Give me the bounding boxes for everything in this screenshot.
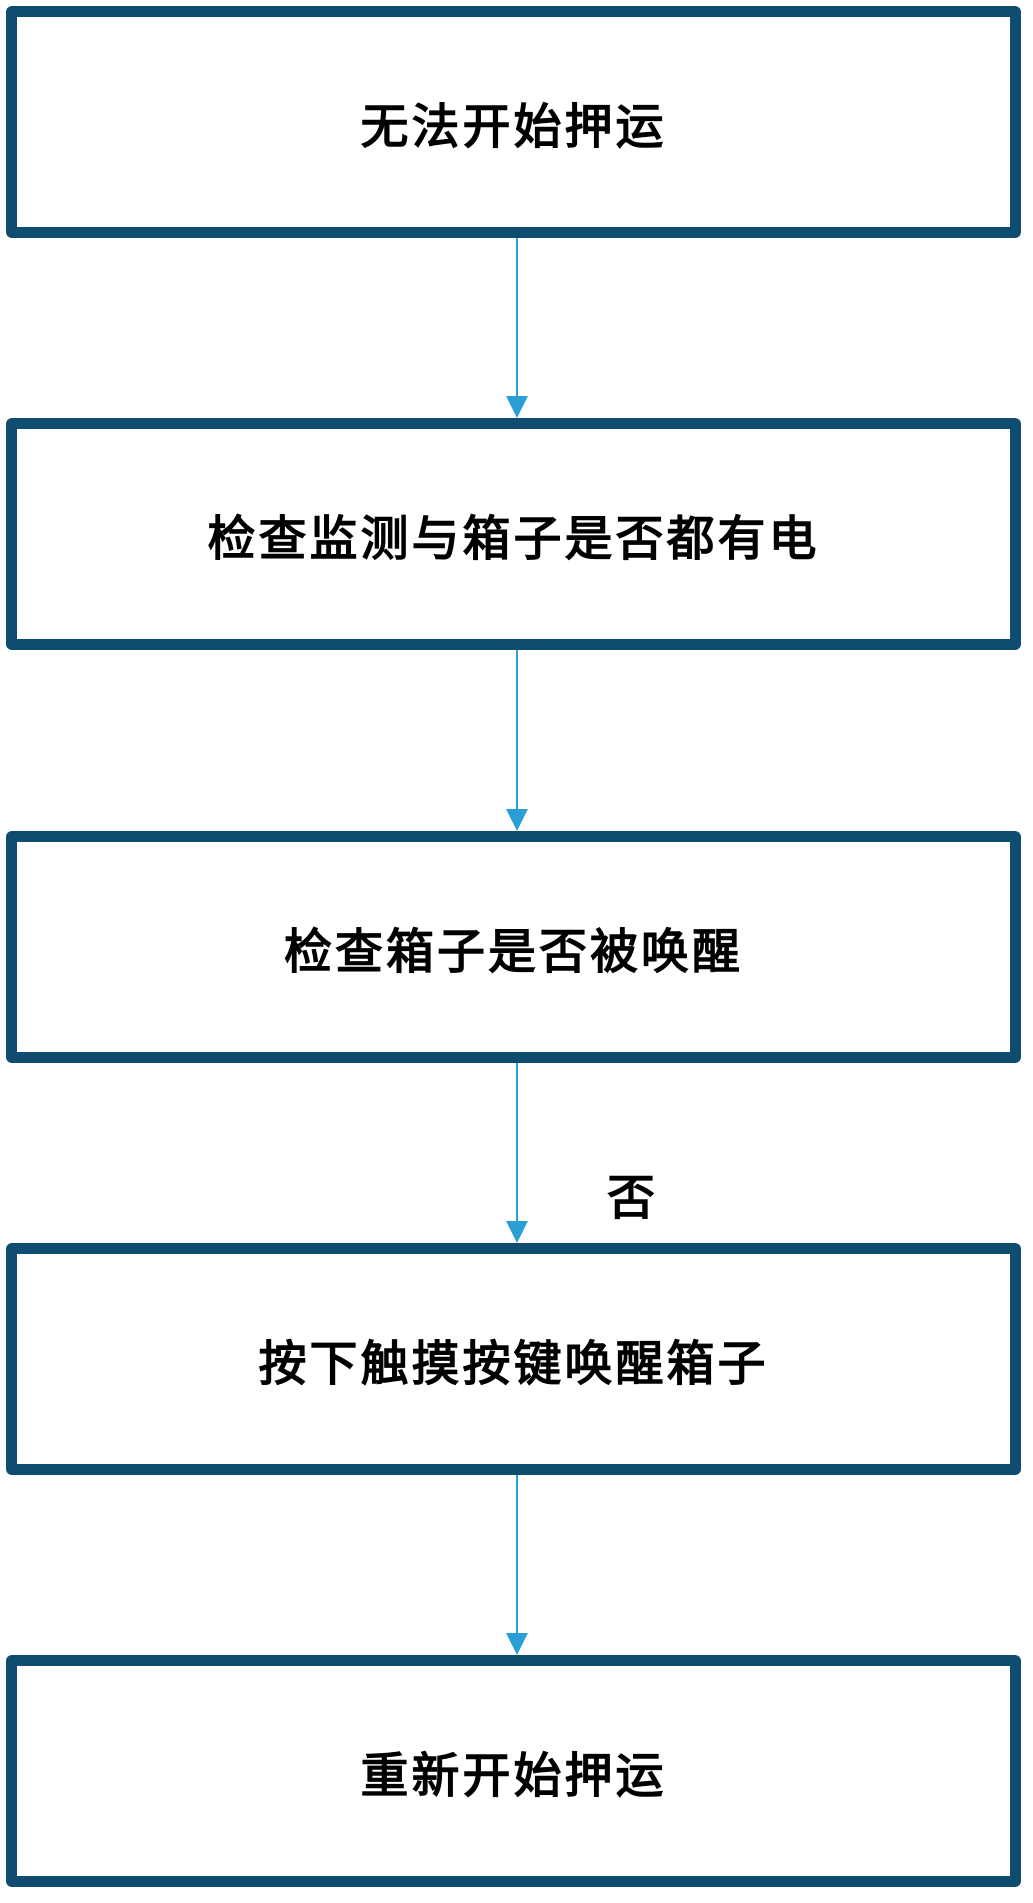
step-label: 检查箱子是否被唤醒 [283,924,743,980]
arrow-step4-to-step5 [506,1475,528,1655]
step-label: 检查监测与箱子是否都有电 [207,511,820,567]
step-restart-escort: 重新开始押运 [6,1655,1021,1887]
step-check-box-awake: 检查箱子是否被唤醒 [6,831,1021,1063]
arrow-step1-to-step2 [506,238,528,418]
step-press-touch-key: 按下触摸按键唤醒箱子 [6,1243,1021,1475]
edge-label-no: 否 [607,1170,656,1226]
step-cannot-start-escort: 无法开始押运 [6,6,1021,238]
step-label: 重新开始押运 [360,1748,667,1804]
arrow-step2-to-step3 [506,650,528,831]
step-label: 无法开始押运 [360,99,667,155]
step-check-power: 检查监测与箱子是否都有电 [6,418,1021,650]
arrow-step3-to-step4 [506,1063,528,1243]
step-label: 按下触摸按键唤醒箱子 [258,1336,769,1392]
